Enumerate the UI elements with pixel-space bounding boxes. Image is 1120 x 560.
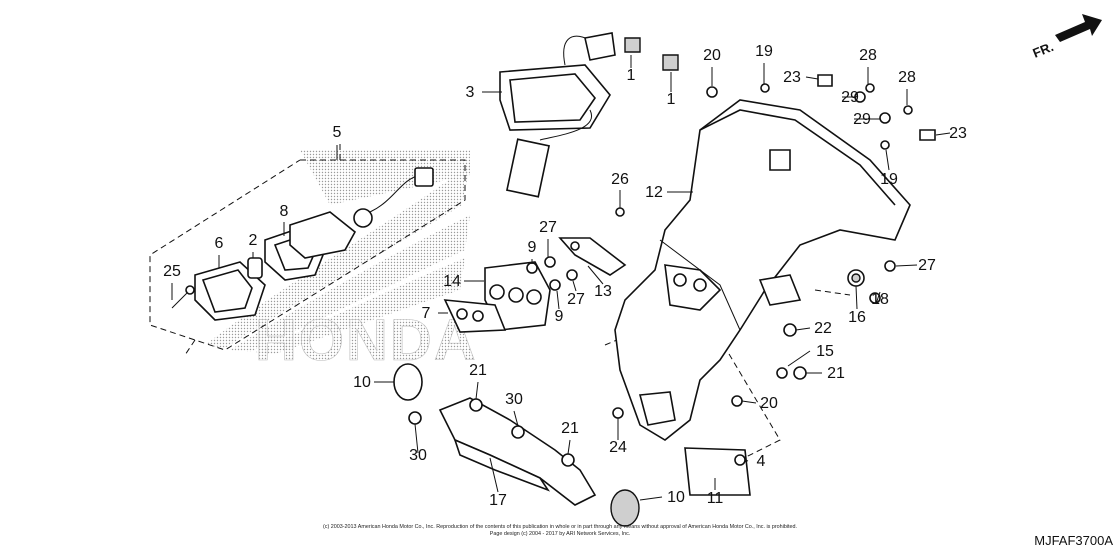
callout-leader-9 (556, 290, 560, 310)
grommet-10-left (393, 363, 423, 401)
callout-21: 21 (469, 362, 487, 379)
callout-6: 6 (215, 235, 224, 252)
callout-30: 30 (505, 391, 523, 408)
callout-24: 24 (609, 439, 627, 456)
callout-leader-27 (572, 280, 577, 292)
hardware-small (408, 37, 936, 467)
callout-1: 1 (667, 91, 676, 108)
callout-19: 19 (755, 43, 773, 60)
front-direction-arrow-icon (1055, 14, 1102, 42)
socket-connector (289, 167, 434, 259)
callout-leader-21 (567, 439, 571, 455)
callout-27: 27 (918, 257, 936, 274)
callout-29: 29 (853, 111, 871, 128)
diagram-code: MJFAF3700A (1034, 533, 1113, 548)
callout-10: 10 (353, 374, 371, 391)
bulb-2 (247, 257, 263, 279)
screw-25 (171, 285, 195, 309)
callout-2: 2 (249, 232, 258, 249)
license-bracket-17 (438, 397, 597, 506)
callout-leader-20 (741, 400, 757, 404)
callout-28: 28 (859, 47, 877, 64)
callout-leader-30 (513, 410, 519, 427)
callout-5: 5 (333, 124, 342, 141)
assembly-outline-right (814, 289, 851, 296)
honda-wing-watermark (205, 150, 470, 354)
tail-light-unit (499, 32, 616, 198)
grommet-16 (847, 269, 865, 287)
callout-leader-23 (805, 76, 819, 80)
callout-14: 14 (443, 273, 461, 290)
callout-leader-23 (935, 132, 951, 136)
copyright-line-2: Page design (c) 2004 - 2017 by ARI Netwo… (490, 531, 631, 537)
callout-9: 9 (528, 239, 537, 256)
callout-15: 15 (816, 343, 834, 360)
callout-leader-15 (787, 350, 811, 367)
callout-3: 3 (466, 84, 475, 101)
callout-27: 27 (567, 291, 585, 308)
honda-watermark-text: HONDA (255, 308, 478, 373)
callout-leader-19 (885, 149, 890, 171)
callout-8: 8 (280, 203, 289, 220)
callout-13: 13 (594, 283, 612, 300)
callout-19: 19 (880, 171, 898, 188)
callout-9: 9 (555, 308, 564, 325)
callout-leader-16 (855, 285, 858, 310)
callout-26: 26 (611, 171, 629, 188)
assembly-leader-5b (184, 339, 196, 356)
callout-leader-27 (895, 264, 918, 267)
callout-18: 18 (871, 291, 889, 308)
callout-leaders (171, 55, 951, 501)
callout-leader-13 (587, 265, 604, 285)
callout-leader-18 (875, 291, 881, 305)
callout-leader-22 (795, 327, 811, 331)
callout-20: 20 (760, 395, 778, 412)
callout-12: 12 (645, 184, 663, 201)
callout-leader-17 (489, 457, 499, 493)
copyright-line-1: (c) 2003-2013 American Honda Motor Co., … (323, 524, 797, 530)
callout-20: 20 (703, 47, 721, 64)
callout-28: 28 (898, 69, 916, 86)
callout-30: 30 (409, 447, 427, 464)
callout-16: 16 (848, 309, 866, 326)
callout-21: 21 (827, 365, 845, 382)
callout-leader-4 (744, 459, 749, 462)
gasket-7 (443, 299, 507, 333)
callout-22: 22 (814, 320, 832, 337)
callout-10: 10 (667, 489, 685, 506)
callout-leader-21 (475, 381, 479, 400)
callout-23: 23 (949, 125, 967, 142)
bracket-13 (558, 237, 627, 276)
callout-23: 23 (783, 69, 801, 86)
callout-leader-30 (414, 423, 419, 454)
assembly-outline-5 (149, 159, 466, 351)
callout-29: 29 (841, 89, 859, 106)
callout-17: 17 (489, 492, 507, 509)
grommet-10-right (610, 489, 640, 527)
callout-4: 4 (757, 453, 766, 470)
callout-25: 25 (163, 263, 181, 280)
callout-7: 7 (422, 305, 431, 322)
reflector-11 (684, 447, 751, 496)
callout-21: 21 (561, 420, 579, 437)
callout-27: 27 (539, 219, 557, 236)
callout-1: 1 (627, 67, 636, 84)
direction-label: FR. (1031, 39, 1056, 61)
reflector-housing-14 (484, 261, 551, 331)
rear-fender-12 (614, 99, 911, 441)
callout-11: 11 (707, 490, 724, 507)
callout-leader-10 (639, 496, 663, 501)
